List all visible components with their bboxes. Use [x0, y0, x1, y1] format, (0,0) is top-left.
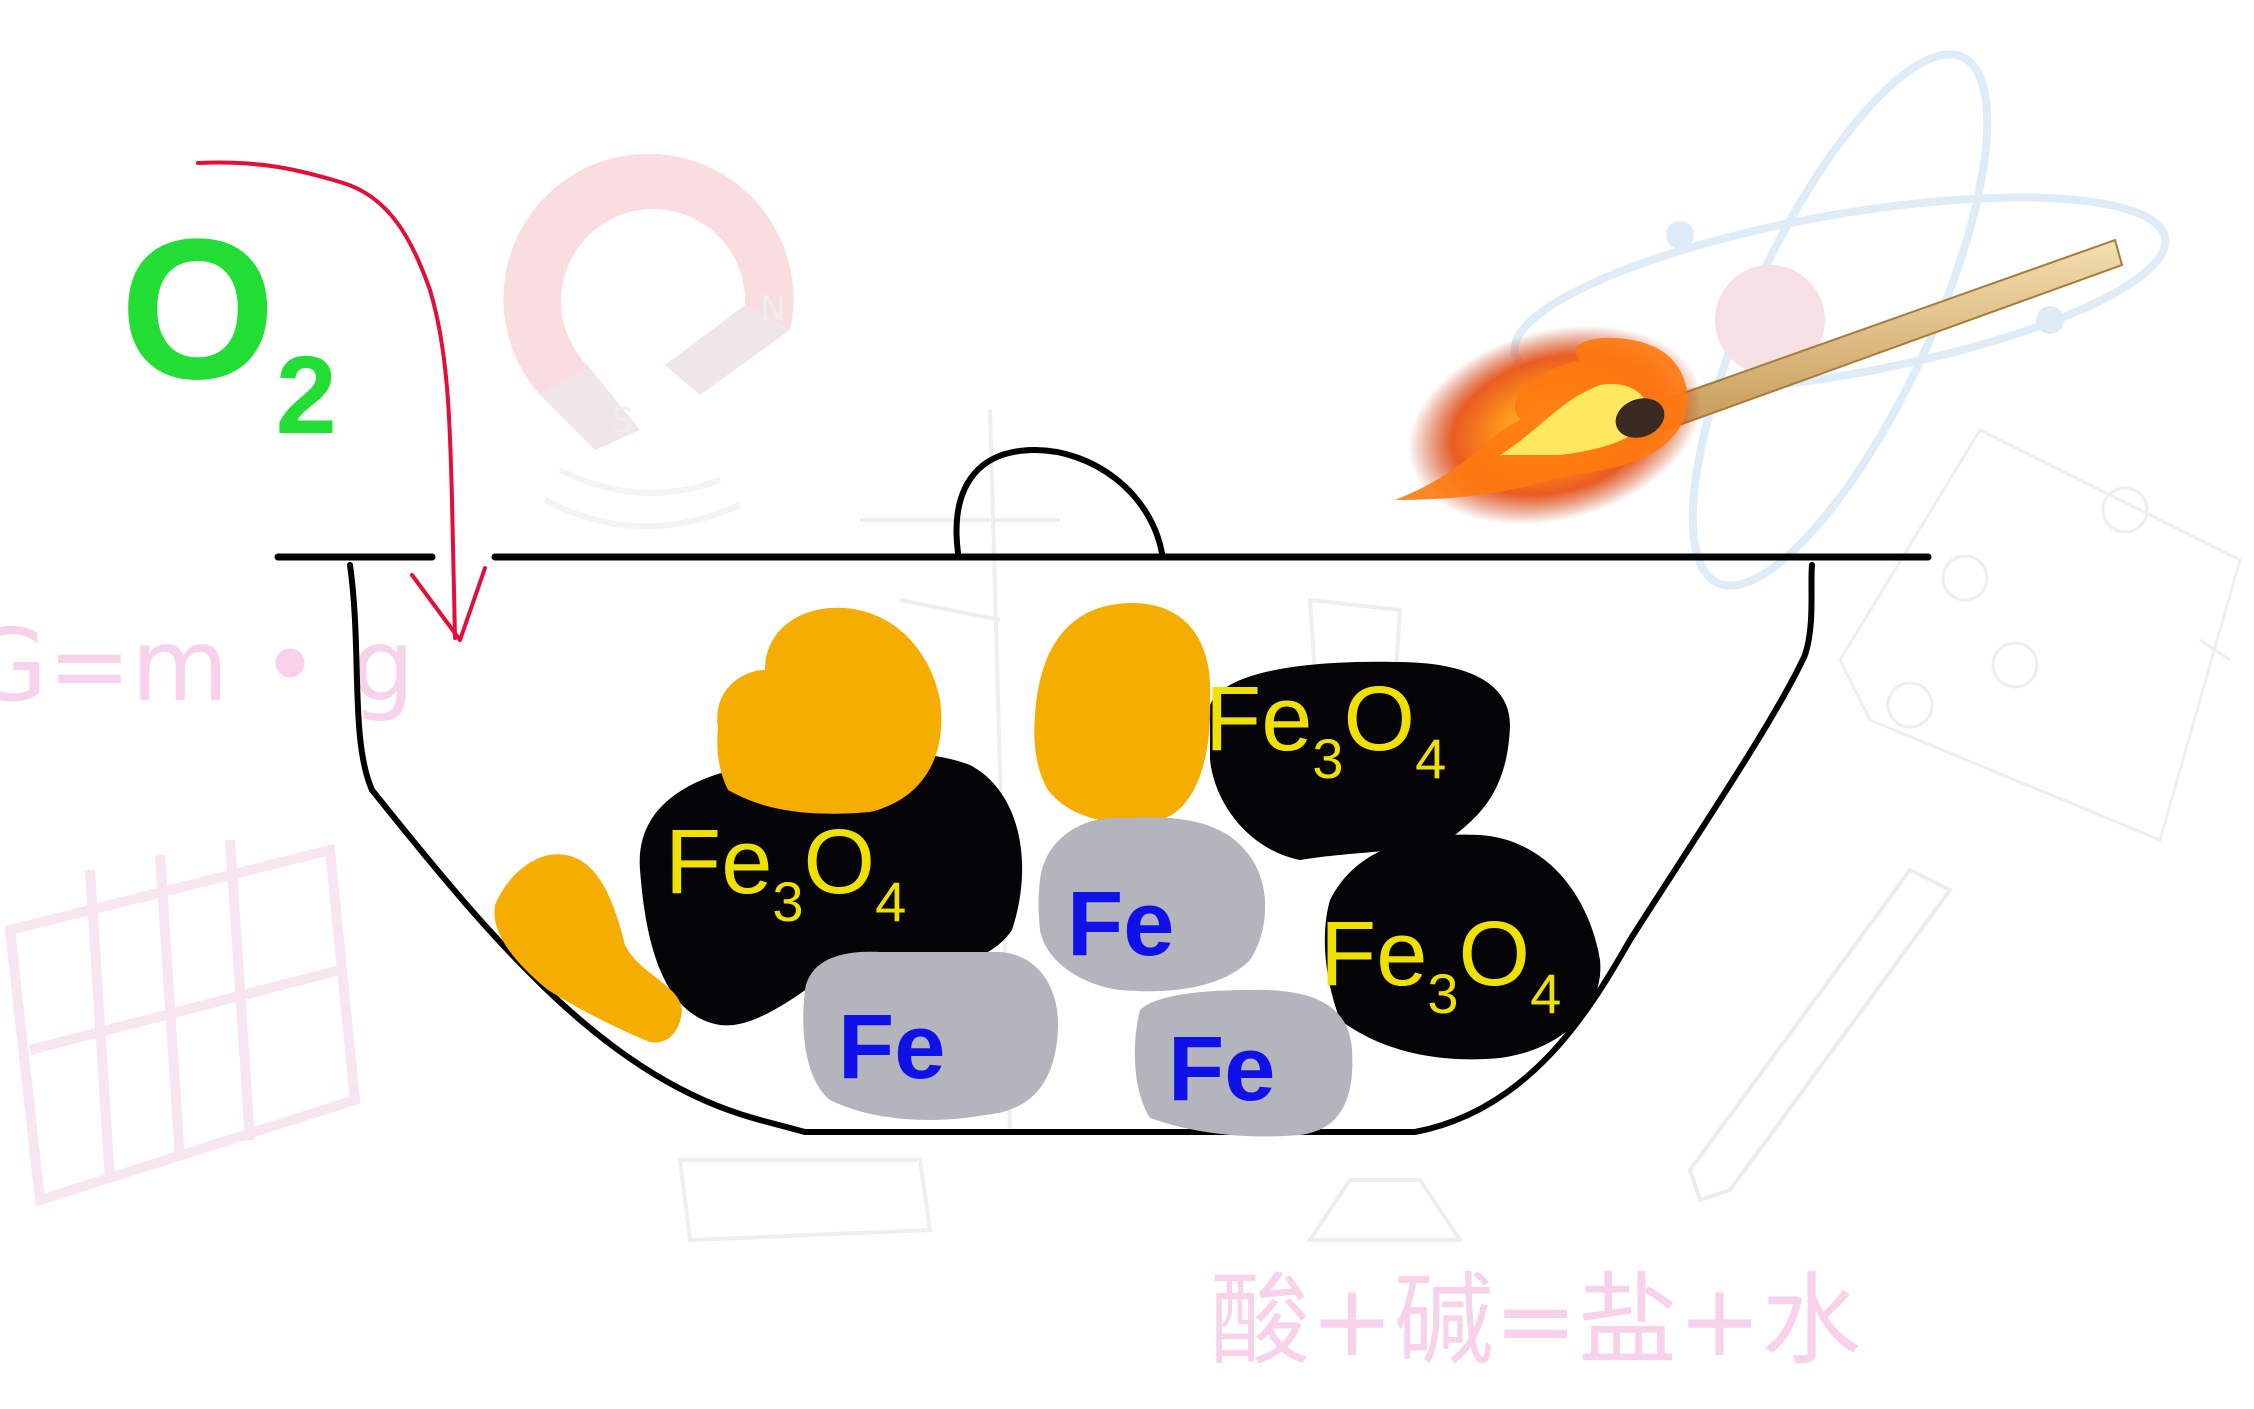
pot-lid-handle: [953, 446, 1165, 556]
fe-label-bottom-left: Fe: [838, 996, 945, 1098]
pot-body: [347, 562, 1815, 1135]
sulfur-blobs: [494, 602, 1211, 1043]
oxygen-arrow: [196, 160, 457, 640]
fe-lump-top: [1038, 817, 1266, 992]
magnet-s-label: S: [612, 401, 634, 441]
o2-symbol: O2: [120, 198, 337, 457]
fe-label-top: Fe: [1067, 873, 1174, 975]
oxygen-label: O2: [120, 198, 337, 457]
fe-lump-bottom-right: [1134, 989, 1353, 1137]
match-flame: [1395, 337, 1688, 500]
background-watermarks: G=m • g 酸+碱=盐+水 N S: [0, 50, 2242, 1379]
test-tube-rack-watermark: [4, 839, 361, 1207]
fe3o4-label-bottom-right: Fe3O4: [1320, 903, 1561, 1025]
fe-label-bottom-right: Fe: [1168, 1018, 1275, 1120]
match-flame-core: [1500, 384, 1649, 455]
iron-labels: Fe Fe Fe: [838, 873, 1275, 1120]
sulfur-blob-left: [494, 854, 682, 1043]
atom-watermark: [1510, 50, 2170, 590]
pencil-watermark: [1687, 867, 1954, 1203]
fe-lumps: [803, 817, 1353, 1137]
fe-lump-bottom-left: [803, 951, 1059, 1120]
oxide-labels: Fe3O4 Fe3O4 Fe3O4: [665, 668, 1561, 1025]
watermark-acid-base-formula: 酸+碱=盐+水: [1210, 1262, 1861, 1379]
fe3o4-label-left: Fe3O4: [665, 811, 906, 933]
magnet-watermark: N S: [503, 153, 794, 530]
burning-match: [1395, 238, 2124, 525]
match-head: [1615, 398, 1665, 438]
oxygen-arrow-head: [410, 566, 487, 642]
fe3o4-label-top-right: Fe3O4: [1205, 668, 1446, 790]
circuit-watermark: [1838, 428, 2242, 843]
fe3o4-lump-bottom-right: [1324, 834, 1601, 1060]
watermark-gravity-formula: G=m • g: [0, 607, 415, 724]
pot: [274, 446, 1932, 1135]
sulfur-blob-top-left: [717, 607, 942, 814]
fe3o4-lump-top-right: [1210, 661, 1510, 860]
magnet-n-label: N: [760, 289, 785, 329]
sulfur-blob-top-center: [1034, 602, 1211, 823]
